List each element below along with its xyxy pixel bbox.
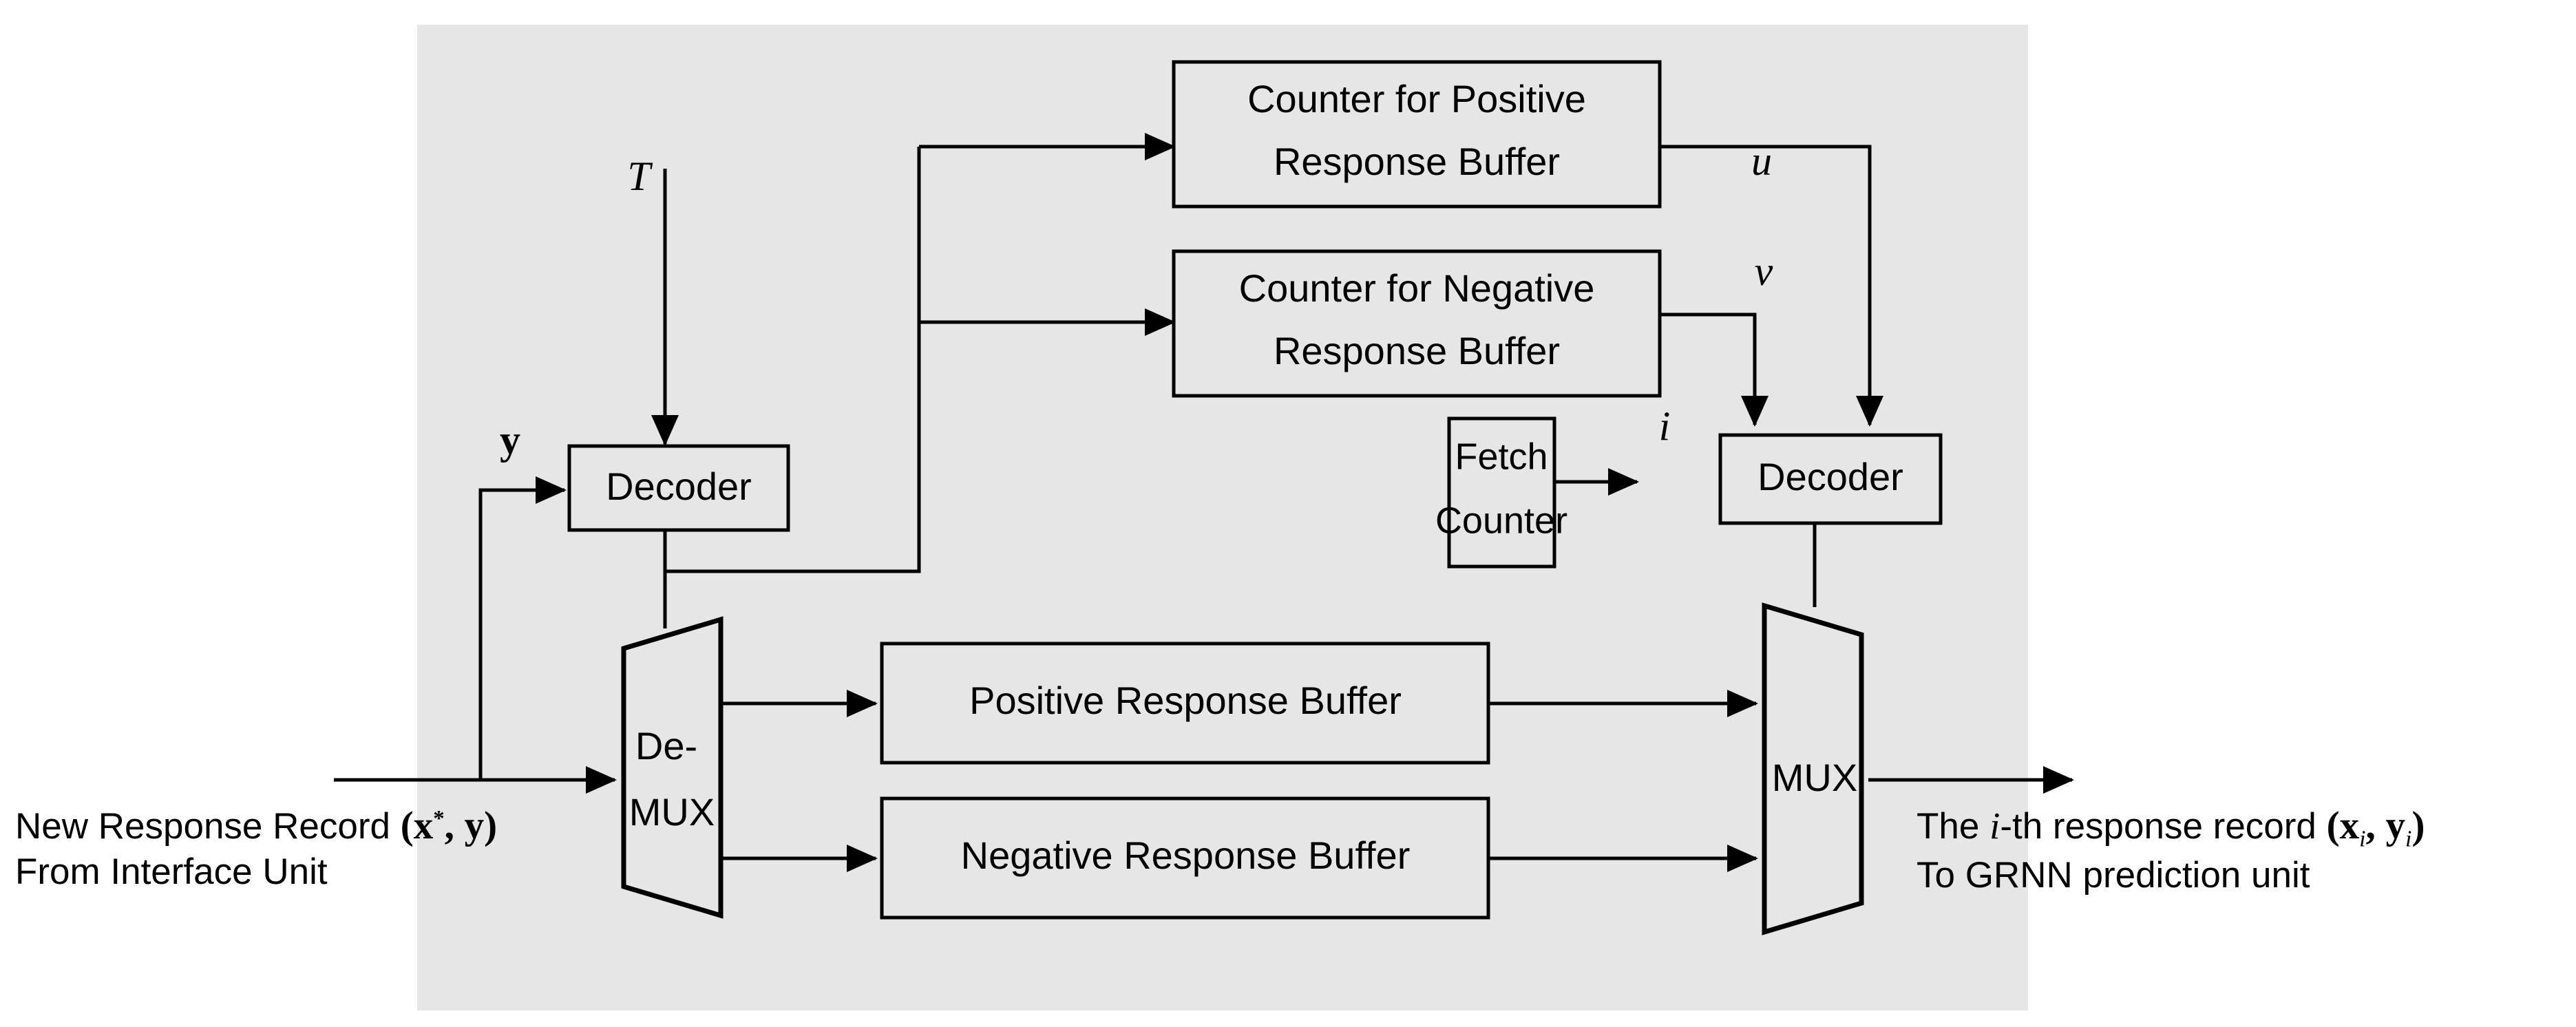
signal-label-i: i [1659, 403, 1671, 449]
caption-input-line1: New Response Record (x*, y) [15, 802, 497, 850]
decoder-right-label: Decoder [1757, 455, 1903, 498]
caption-input-comma: , [444, 804, 454, 847]
counter-negative-label-line2: Response Buffer [1274, 329, 1560, 372]
caption-output-y-subscript: i [2405, 826, 2412, 852]
caption-output-x: x [2339, 804, 2360, 847]
caption-input-line2: From Interface Unit [15, 851, 328, 892]
signal-label-t: T [627, 153, 653, 199]
signal-label-u: u [1751, 138, 1772, 184]
caption-output-comma: , [2365, 804, 2376, 847]
block-counter-positive-response-buffer[interactable] [1172, 60, 1662, 209]
block-decoder-right[interactable] [1718, 433, 1943, 525]
block-counter-negative-response-buffer[interactable] [1172, 249, 1662, 398]
decoder-left-label: Decoder [606, 465, 752, 508]
caption-output-y: y [2385, 804, 2406, 847]
caption-output-paren-close: ) [2411, 804, 2425, 847]
caption-input-paren-close: ) [484, 804, 498, 847]
positive-buffer-label: Positive Response Buffer [969, 679, 1402, 722]
wire-v-to-right-decoder [1654, 313, 1769, 427]
block-decoder-left[interactable] [567, 444, 790, 532]
block-demux[interactable] [621, 616, 724, 919]
caption-output-paren-open: ( [2326, 804, 2340, 847]
caption-output: The i-th response record (xi, yi) To GRN… [1917, 802, 2425, 898]
counter-positive-label-line2: Response Buffer [1274, 140, 1560, 183]
wire-decoder-out-bus [663, 147, 921, 573]
block-negative-response-buffer[interactable] [880, 796, 1490, 920]
caption-output-line1-a: The [1917, 806, 1990, 847]
signal-label-v: v [1755, 248, 1773, 294]
caption-input-paren-open: ( [400, 804, 414, 847]
caption-input-y: y [464, 804, 485, 847]
block-mux[interactable] [1762, 602, 1864, 935]
caption-output-x-subscript: i [2359, 826, 2366, 852]
caption-input-line1-text: New Response Record [15, 806, 401, 847]
caption-output-line2: To GRNN prediction unit [1917, 854, 2310, 896]
caption-output-line1: The i-th response record (xi, yi) [1917, 802, 2425, 854]
signal-label-y: y [500, 417, 520, 463]
caption-input: New Response Record (x*, y) From Interfa… [15, 802, 497, 894]
caption-output-i: i [1989, 805, 2000, 847]
demux-label-line1: De- [635, 724, 697, 767]
caption-input-x-superscript: * [433, 806, 445, 832]
fetch-counter-label-line1: Fetch [1455, 436, 1548, 477]
demux-label-line2: MUX [629, 790, 715, 834]
caption-output-line1-b: -th response record [2000, 806, 2327, 847]
caption-input-x: x [413, 804, 434, 847]
counter-positive-label-line1: Counter for Positive [1247, 77, 1586, 120]
negative-buffer-label: Negative Response Buffer [961, 834, 1411, 877]
block-fetch-counter[interactable] [1447, 416, 1556, 569]
fetch-counter-label-line2: Counter [1435, 500, 1567, 541]
mux-label: MUX [1772, 756, 1857, 799]
wire-y-to-decoder [478, 476, 567, 780]
wire-u-to-right-decoder [1651, 145, 1883, 427]
counter-negative-label-line1: Counter for Negative [1239, 266, 1595, 310]
block-positive-response-buffer[interactable] [880, 642, 1490, 765]
